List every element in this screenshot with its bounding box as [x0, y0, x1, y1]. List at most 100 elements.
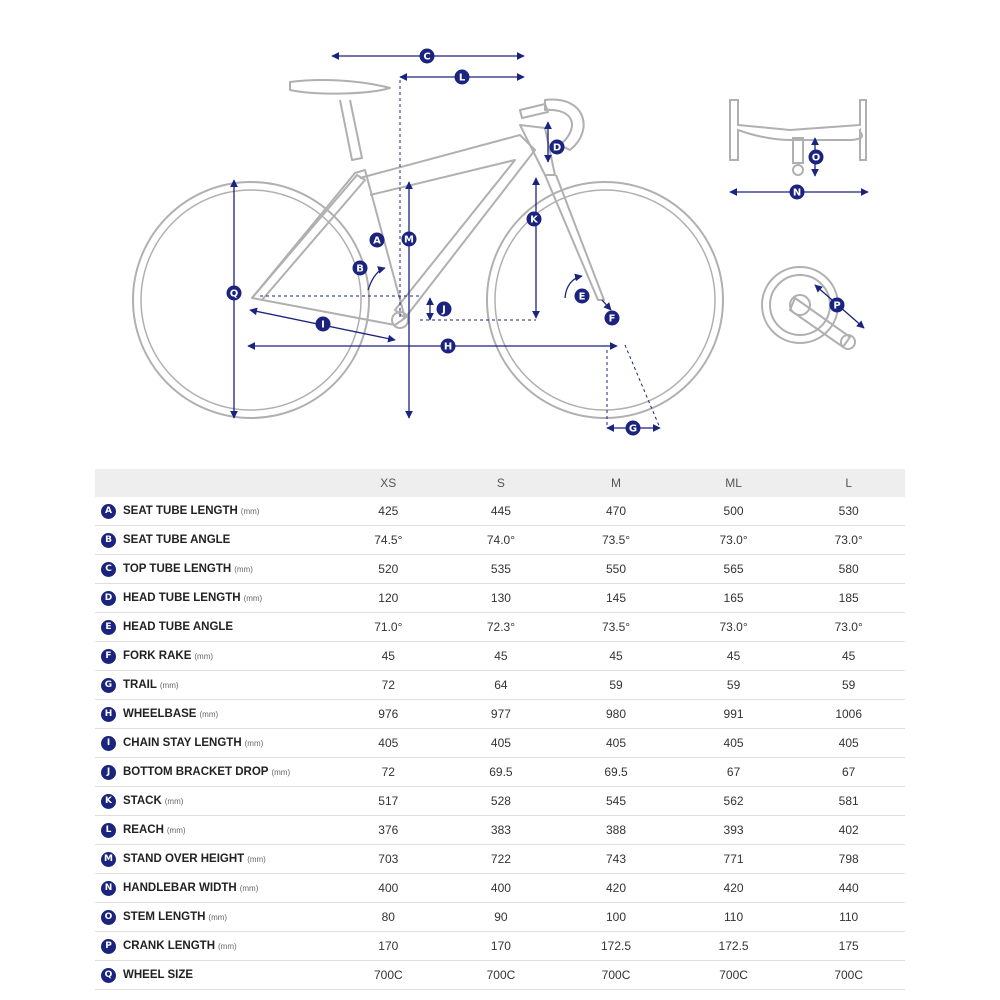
row-name: STACK [123, 795, 162, 808]
cell-m: 420 [557, 873, 675, 903]
cell-m: 73.5° [557, 612, 675, 642]
cell-m: 69.5 [557, 757, 675, 787]
cell-l: 73.0° [792, 525, 905, 555]
cell-ml: 562 [674, 786, 793, 816]
cell-s: 90 [444, 902, 558, 932]
svg-text:L: L [459, 73, 466, 84]
row-name: WHEELBASE [123, 708, 197, 721]
cell-s: 700C [444, 960, 558, 990]
handlebar-front-view [729, 99, 867, 176]
row-badge: O [101, 909, 116, 925]
badge-o: O [808, 149, 824, 165]
badge-k: K [526, 211, 542, 227]
cell-l: 110 [792, 902, 905, 932]
row-name: TOP TUBE LENGTH [123, 563, 232, 576]
cell-l: 700C [792, 960, 905, 990]
cell-xs: 976 [332, 699, 445, 729]
cell-ml: 771 [674, 844, 793, 874]
badge-d: D [549, 139, 565, 155]
cell-m: 59 [557, 670, 675, 700]
svg-text:H: H [444, 342, 452, 353]
row-unit: (mm) [194, 651, 214, 661]
row-badge: B [101, 532, 116, 548]
row-badge: P [101, 938, 116, 954]
cell-l: 67 [792, 757, 905, 787]
badge-e: E [574, 288, 590, 304]
row-name: HANDLEBAR WIDTH [123, 882, 237, 895]
row-name: HEAD TUBE LENGTH [123, 592, 241, 605]
row-unit: (mm) [244, 738, 264, 748]
cell-s: 722 [444, 844, 558, 874]
cell-xs: 517 [332, 786, 445, 816]
row-name: WHEEL SIZE [123, 969, 194, 982]
svg-text:A: A [373, 236, 381, 247]
cell-ml: 700C [674, 960, 793, 990]
cell-s: 977 [444, 699, 558, 729]
badge-j: J [436, 301, 452, 317]
cell-l: 1006 [792, 699, 905, 729]
badge-b: B [352, 260, 368, 276]
cell-m: 550 [557, 554, 675, 584]
cell-ml: 991 [674, 699, 793, 729]
svg-text:I: I [321, 320, 325, 331]
row-name: CRANK LENGTH [123, 940, 215, 953]
cell-l: 581 [792, 786, 905, 816]
cell-m: 172.5 [557, 931, 675, 961]
row-name: STAND OVER HEIGHT [123, 853, 245, 866]
row-name: CHAIN STAY LENGTH [123, 737, 242, 750]
cell-s: 400 [444, 873, 558, 903]
row-unit: (mm) [271, 767, 291, 777]
cell-xs: 405 [332, 728, 445, 758]
svg-text:F: F [609, 314, 616, 325]
row-badge: I [101, 735, 116, 751]
row-unit: (mm) [159, 680, 179, 690]
front-wheel [486, 181, 724, 419]
cell-ml: 110 [674, 902, 793, 932]
row-unit: (mm) [164, 796, 184, 806]
row-badge: H [101, 706, 116, 722]
cell-m: 700C [557, 960, 675, 990]
row-unit: (mm) [234, 564, 253, 574]
cell-s: 445 [444, 497, 558, 526]
badge-c: C [419, 48, 435, 64]
row-badge: L [101, 822, 116, 838]
row-badge: D [101, 590, 116, 606]
row-name: SEAT TUBE LENGTH [123, 505, 238, 518]
cell-l: 798 [792, 844, 905, 874]
cell-m: 73.5° [557, 525, 675, 555]
cell-xs: 520 [332, 554, 445, 584]
cell-s: 383 [444, 815, 558, 845]
cell-xs: 72 [332, 757, 445, 787]
cell-m: 405 [557, 728, 675, 758]
badge-n: N [789, 184, 805, 200]
size-header-ml: ML [674, 469, 793, 497]
cell-l: 73.0° [792, 612, 905, 642]
cell-l: 440 [792, 873, 905, 903]
row-unit: (mm) [208, 912, 228, 922]
row-badge: M [101, 851, 116, 867]
row-badge: F [101, 648, 116, 664]
badge-m: M [401, 231, 417, 247]
svg-text:P: P [833, 301, 840, 312]
badge-a: A [369, 232, 385, 248]
cell-s: 45 [444, 641, 558, 671]
row-name: REACH [123, 824, 164, 837]
cell-m: 545 [557, 786, 675, 816]
size-header-m: M [557, 469, 675, 497]
